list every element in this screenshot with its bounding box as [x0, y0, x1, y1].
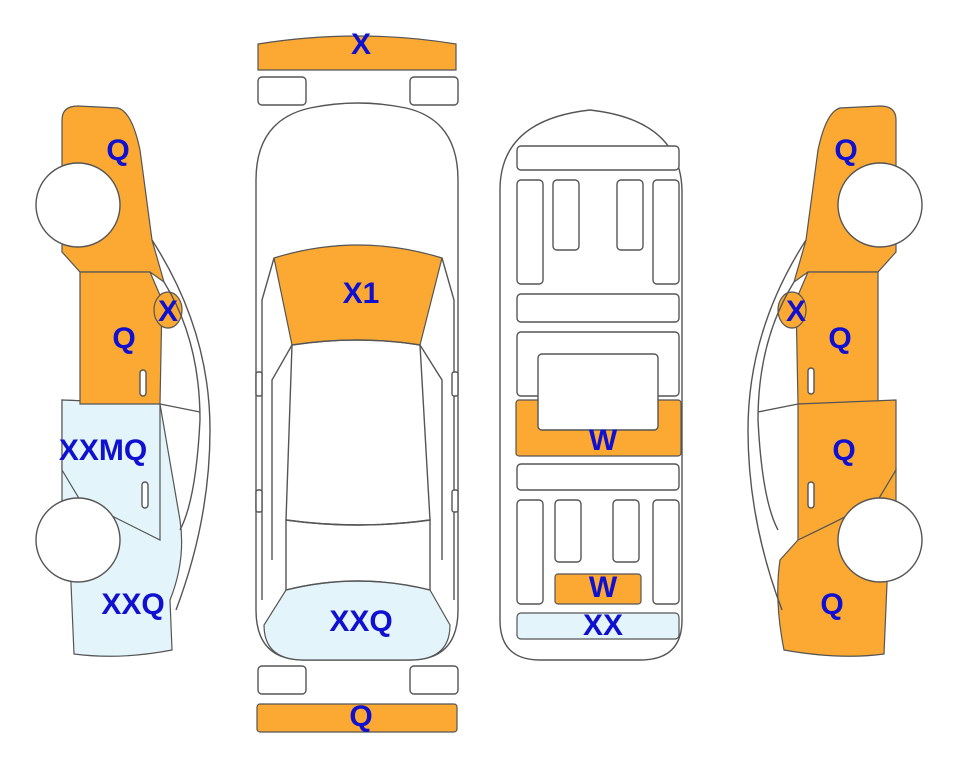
rear-bumper-code: Q [349, 700, 372, 733]
left-door-split [159, 403, 201, 413]
right-front-door-code: Q [828, 322, 851, 355]
top-view [255, 35, 459, 733]
right-rear-quarter-code: Q [820, 588, 843, 621]
floor-slot-l1 [516, 179, 544, 285]
right-mirror-code: X [786, 295, 806, 328]
right-rear-handle [807, 481, 815, 509]
left-front-wheel [35, 162, 121, 248]
right-side-view [747, 105, 923, 657]
right-rear-door-code: Q [832, 434, 855, 467]
floor-slot-mid1 [516, 293, 680, 323]
right-rear-wheel [837, 497, 923, 583]
right-front-fender-code: Q [834, 134, 857, 167]
floor-slot-r1 [652, 179, 680, 285]
right-side-outline [747, 239, 807, 611]
rear-left-light [257, 665, 307, 695]
left-rear-door-code: XXMQ [59, 434, 147, 467]
right-handle-top [451, 489, 459, 513]
floor-tail-zone[interactable] [516, 612, 680, 640]
floor-tail-code: XX [583, 609, 623, 642]
trunk-code: XXQ [329, 605, 392, 638]
floor-view [499, 109, 683, 661]
left-front-handle [139, 369, 147, 397]
left-mirror-top [255, 371, 263, 397]
left-side-view [35, 105, 211, 657]
floor-slot-l3 [516, 499, 544, 605]
right-door-split [757, 403, 799, 413]
floor-slot-r2 [616, 179, 644, 251]
left-mirror-code: X [158, 295, 178, 328]
hood-code: X1 [343, 277, 380, 310]
right-front-wheel [837, 162, 923, 248]
floor-outline [499, 109, 683, 661]
floor-rear-code: W [589, 571, 618, 604]
floor-slot-top [516, 145, 680, 171]
roof-outline [285, 339, 431, 526]
floor-rear-zone[interactable] [554, 573, 642, 605]
floor-slot-r4 [612, 499, 640, 563]
floor-center-plate [537, 353, 659, 431]
right-mirror-zone[interactable] [777, 291, 807, 329]
right-window-line [419, 344, 443, 560]
front-bumper-zone[interactable] [257, 35, 457, 71]
right-mirror-top [451, 371, 459, 397]
right-front-door-zone[interactable] [795, 271, 879, 405]
left-front-door-code: Q [112, 322, 135, 355]
damage-code-labels: X X1 XXQ Q W W XX Q X Q XXMQ XXQ Q X Q Q… [59, 28, 858, 733]
floor-center-code: W [589, 424, 618, 457]
right-side-line [441, 257, 455, 600]
right-window-outline [757, 281, 795, 531]
rear-right-light [409, 665, 459, 695]
left-rear-quarter-code: XXQ [101, 588, 164, 621]
left-handle-top [255, 489, 263, 513]
front-right-light [409, 76, 459, 106]
rear-window-outline [285, 519, 431, 591]
left-front-fender-code: Q [106, 134, 129, 167]
floor-slot-l2 [552, 179, 580, 251]
floor-slot-r3 [652, 499, 680, 605]
left-window-outline [163, 281, 201, 531]
rear-bumper-zone[interactable] [256, 703, 458, 733]
right-front-handle [807, 367, 815, 395]
left-window-line [271, 344, 293, 560]
left-rear-handle [141, 481, 149, 509]
left-side-outline [151, 239, 211, 611]
front-bumper-code: X [351, 28, 371, 61]
left-rear-wheel [35, 497, 121, 583]
front-left-light [257, 76, 307, 106]
floor-slot-mid3 [516, 463, 680, 491]
floor-slot-l4 [554, 499, 582, 563]
